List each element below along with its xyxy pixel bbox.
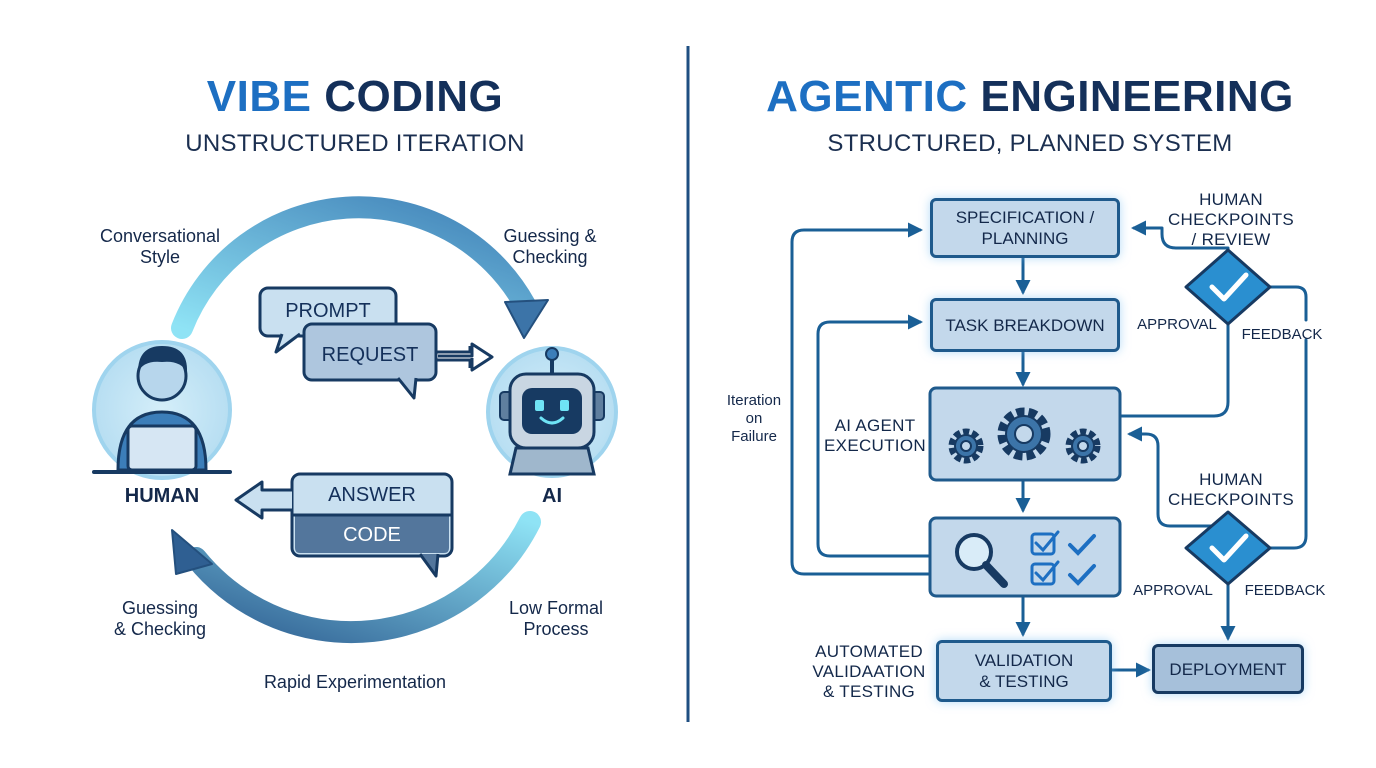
review-approval-line [1118, 316, 1230, 418]
request-bubble-shape [302, 322, 438, 400]
box-task-breakdown: TASK BREAKDOWN [930, 298, 1120, 352]
right-subtitle: STRUCTURED, PLANNED SYSTEM [827, 130, 1233, 157]
inner-iteration-loop [816, 314, 931, 558]
label-ai-agent-execution: AI AGENT EXECUTION [824, 416, 926, 455]
testing-box [928, 516, 1122, 598]
right-title-word1: AGENTIC [766, 72, 968, 121]
label-iteration-on-failure: Iteration on Failure [726, 392, 782, 445]
review-to-spec-line [1131, 220, 1230, 258]
left-subtitle: UNSTRUCTURED ITERATION [185, 130, 525, 157]
bottom-cycle-arrow [185, 511, 541, 644]
label-human-checkpoints-review: HUMAN CHECKPOINTS / REVIEW [1167, 190, 1295, 249]
answer-arrow [234, 480, 292, 520]
label-approval-top: APPROVAL [1137, 316, 1217, 333]
checkpoint-approval-line [1127, 426, 1230, 528]
right-title: AGENTIC ENGINEERING [730, 72, 1330, 122]
request-arrow [438, 342, 494, 372]
human-avatar [92, 340, 232, 480]
answer-bubble-text: ANSWER [328, 484, 416, 506]
prompt-bubble-text: PROMPT [285, 300, 371, 322]
label-automated-validation: AUTOMATED VALIDAATION & TESTING [812, 642, 926, 701]
top-cycle-arrow [171, 196, 536, 339]
answer-code-bubble-shape [290, 472, 454, 578]
left-title: VIBE CODING [150, 72, 560, 122]
left-title-word1: VIBE [206, 72, 312, 121]
label-ai: AI [542, 485, 562, 507]
label-feedback-bottom: FEEDBACK [1244, 582, 1326, 599]
box-validation-testing: VALIDATION & TESTING [936, 640, 1112, 702]
label-conversational-style: Conversational Style [99, 226, 221, 267]
left-title-word2: CODING [324, 72, 504, 121]
label-feedback-top: FEEDBACK [1241, 326, 1323, 343]
label-low-formal-process: Low Formal Process [508, 598, 604, 639]
ai-robot [486, 346, 618, 478]
review-feedback-line [1268, 285, 1308, 322]
checkpoint-diamond [1184, 510, 1272, 586]
label-human-checkpoints: HUMAN CHECKPOINTS [1167, 470, 1295, 509]
label-human: HUMAN [124, 485, 200, 507]
request-bubble-text: REQUEST [321, 344, 419, 366]
label-guessing-checking-bottom: Guessing & Checking [113, 598, 207, 639]
label-approval-bottom: APPROVAL [1133, 582, 1213, 599]
box-deployment: DEPLOYMENT [1152, 644, 1304, 694]
right-title-word2: ENGINEERING [980, 72, 1294, 121]
outer-iteration-loop [790, 222, 931, 576]
code-bubble-text: CODE [343, 524, 401, 546]
box-specification-planning: SPECIFICATION / PLANNING [930, 198, 1120, 258]
review-diamond [1184, 248, 1272, 326]
label-guessing-checking-top: Guessing & Checking [503, 226, 597, 267]
checkpoint-feedback-line [1268, 338, 1308, 550]
gear-icons [948, 407, 1101, 464]
label-rapid-experimentation: Rapid Experimentation [263, 672, 447, 692]
